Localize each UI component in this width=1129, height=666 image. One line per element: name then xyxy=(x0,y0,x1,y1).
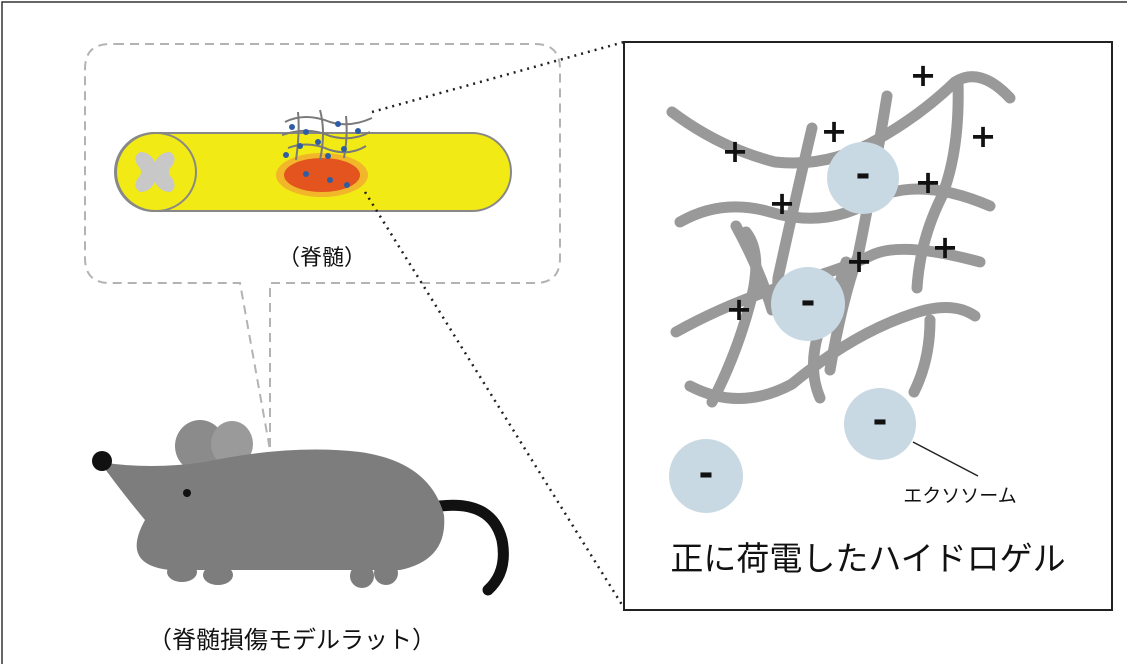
gray-matter-shape xyxy=(135,152,175,192)
plus-charge-5: + xyxy=(769,184,796,222)
plus-charge-6: + xyxy=(915,163,942,201)
hydrogel-zoom-panel: - - - - + + + + + + + + + エクソソーム 正に荷電したハ… xyxy=(623,41,1113,611)
rat-eye xyxy=(183,489,191,497)
exosome-4-charge: - xyxy=(699,453,714,494)
plus-charge-3: + xyxy=(910,56,937,94)
mini-hydrogel-net xyxy=(281,109,373,161)
exosome-1 xyxy=(827,142,899,214)
injury-site xyxy=(284,158,360,192)
zoom-line-top xyxy=(371,40,625,114)
exosome-3 xyxy=(844,388,916,460)
plus-charge-1: + xyxy=(722,132,749,170)
zoom-line-bottom xyxy=(363,191,626,609)
exosome-2-charge: - xyxy=(801,281,816,322)
hydrogel-fibers xyxy=(666,71,1016,408)
exosome-2 xyxy=(771,267,845,341)
rat-ear-back xyxy=(175,420,225,472)
exosome-3-charge: - xyxy=(873,400,888,441)
positive-charges: + + + + + + + + + xyxy=(722,56,997,328)
rat-body xyxy=(100,449,445,570)
rat xyxy=(92,420,509,596)
plus-charge-8: + xyxy=(846,242,873,280)
exosome-1-charge: - xyxy=(856,154,871,195)
exosome-label: エクソソーム xyxy=(903,485,1016,507)
rat-foot-2 xyxy=(203,565,233,585)
plus-charge-7: + xyxy=(932,228,959,266)
hydrogel-label: 正に荷電したハイドロゲル xyxy=(670,539,1065,578)
rat-tail xyxy=(434,499,509,596)
rat-foot-4 xyxy=(374,561,398,585)
rat-model-label: （脊髄損傷モデルラット） xyxy=(148,626,436,654)
plus-charge-2: + xyxy=(821,112,848,150)
plus-charge-9: + xyxy=(726,290,753,328)
rat-nose xyxy=(92,451,112,471)
plus-charge-4: + xyxy=(970,117,997,155)
spinal-cord-label: （脊髄） xyxy=(278,246,366,271)
exosome-4 xyxy=(669,439,743,513)
mini-exosome-dots xyxy=(283,121,361,188)
rat-foot-1 xyxy=(167,562,197,582)
exosome-leader-line xyxy=(912,441,979,477)
rat-foot-3 xyxy=(350,564,374,588)
exosomes: - - - - xyxy=(669,142,916,513)
spinal-cord xyxy=(114,109,512,212)
